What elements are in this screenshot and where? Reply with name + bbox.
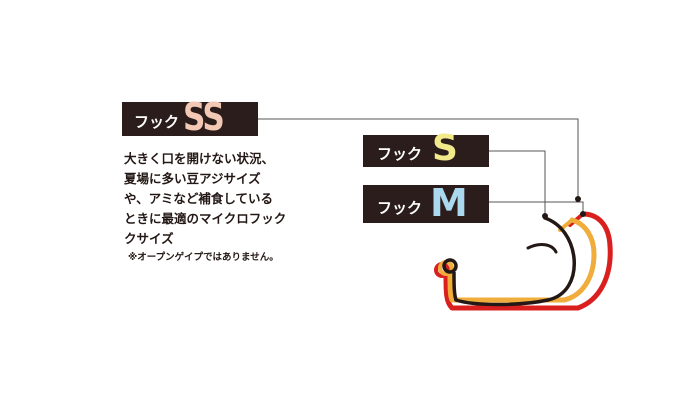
point-s	[542, 213, 548, 219]
description-text: 大きく口を開けない状況、 夏場に多い豆アジサイズ や、アミなど補食している とき…	[124, 151, 287, 246]
point-ss	[575, 196, 581, 202]
label-hook-m-size: M	[430, 181, 468, 225]
leader-line-ss	[258, 118, 579, 198]
leader-line-s	[489, 150, 546, 214]
label-hook-ss-prefix: フック	[134, 113, 180, 131]
label-hook-m-prefix: フック	[377, 199, 423, 217]
hook-ss	[442, 216, 576, 307]
label-hook-s: フック S	[363, 131, 489, 167]
hook-s	[438, 217, 597, 303]
label-hook-m: フック M	[363, 181, 489, 225]
point-m	[580, 211, 586, 217]
note-text: ※オープンゲイプではありません。	[128, 252, 279, 263]
leader-line-m	[489, 201, 584, 212]
label-hook-ss: フック SS	[122, 98, 258, 136]
label-hook-s-size: S	[432, 128, 458, 169]
label-hook-s-prefix: フック	[377, 145, 423, 163]
label-hook-ss-size: SS	[183, 95, 225, 139]
